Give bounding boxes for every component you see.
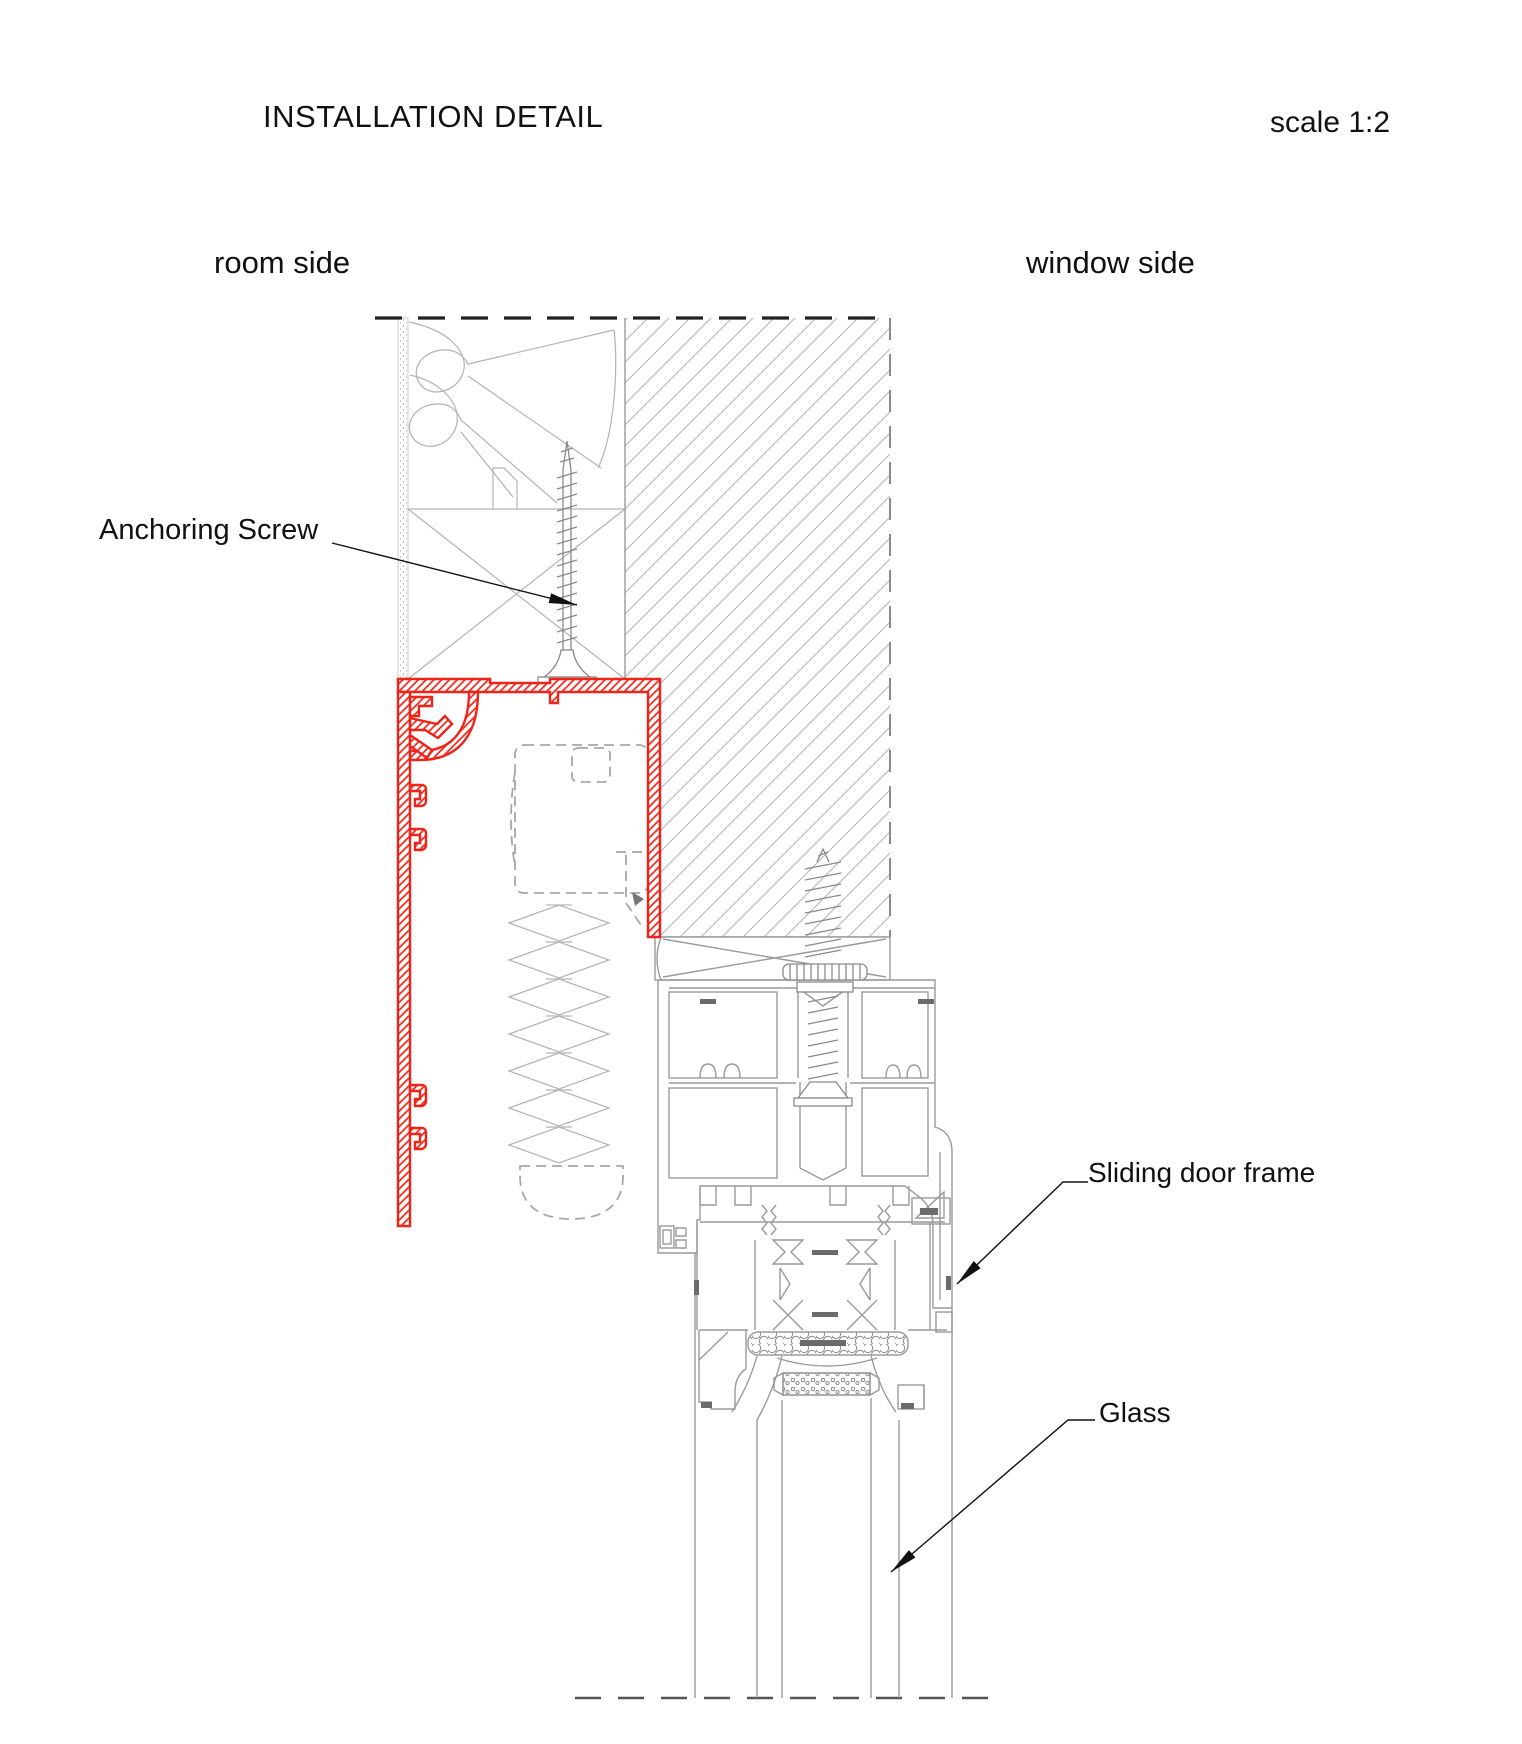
scale-label: scale 1:2	[1270, 106, 1391, 139]
cover-profile-red	[396, 677, 662, 1228]
anchoring-screw	[537, 440, 597, 684]
callout-leaders	[331, 542, 1095, 1573]
anchoring-screw-leader	[331, 542, 578, 606]
plaster-layer	[397, 317, 409, 680]
bellows-screen	[507, 904, 624, 1220]
drawing-title: INSTALLATION DETAIL	[263, 99, 604, 134]
fixing-screw-lower	[782, 847, 868, 1107]
room-side-label: room side	[214, 245, 351, 280]
wall-hatch-region	[624, 318, 890, 938]
window-side-label: window side	[1026, 245, 1195, 280]
wood-blocking-box	[407, 508, 626, 680]
glass-unit	[694, 1253, 953, 1698]
glass-callout: Glass	[1099, 1397, 1171, 1428]
insulation-layer	[408, 321, 617, 509]
sliding-door-frame-callout: Sliding door frame	[1088, 1157, 1316, 1188]
glass-leader	[890, 1419, 1095, 1573]
gasket-marks	[694, 999, 951, 1409]
sliding-door-frame-leader	[956, 1181, 1088, 1285]
blind-cassette-dashed	[510, 744, 649, 929]
sliding-door-frame-section	[657, 979, 953, 1698]
anchoring-screw-callout: Anchoring Screw	[99, 514, 319, 546]
